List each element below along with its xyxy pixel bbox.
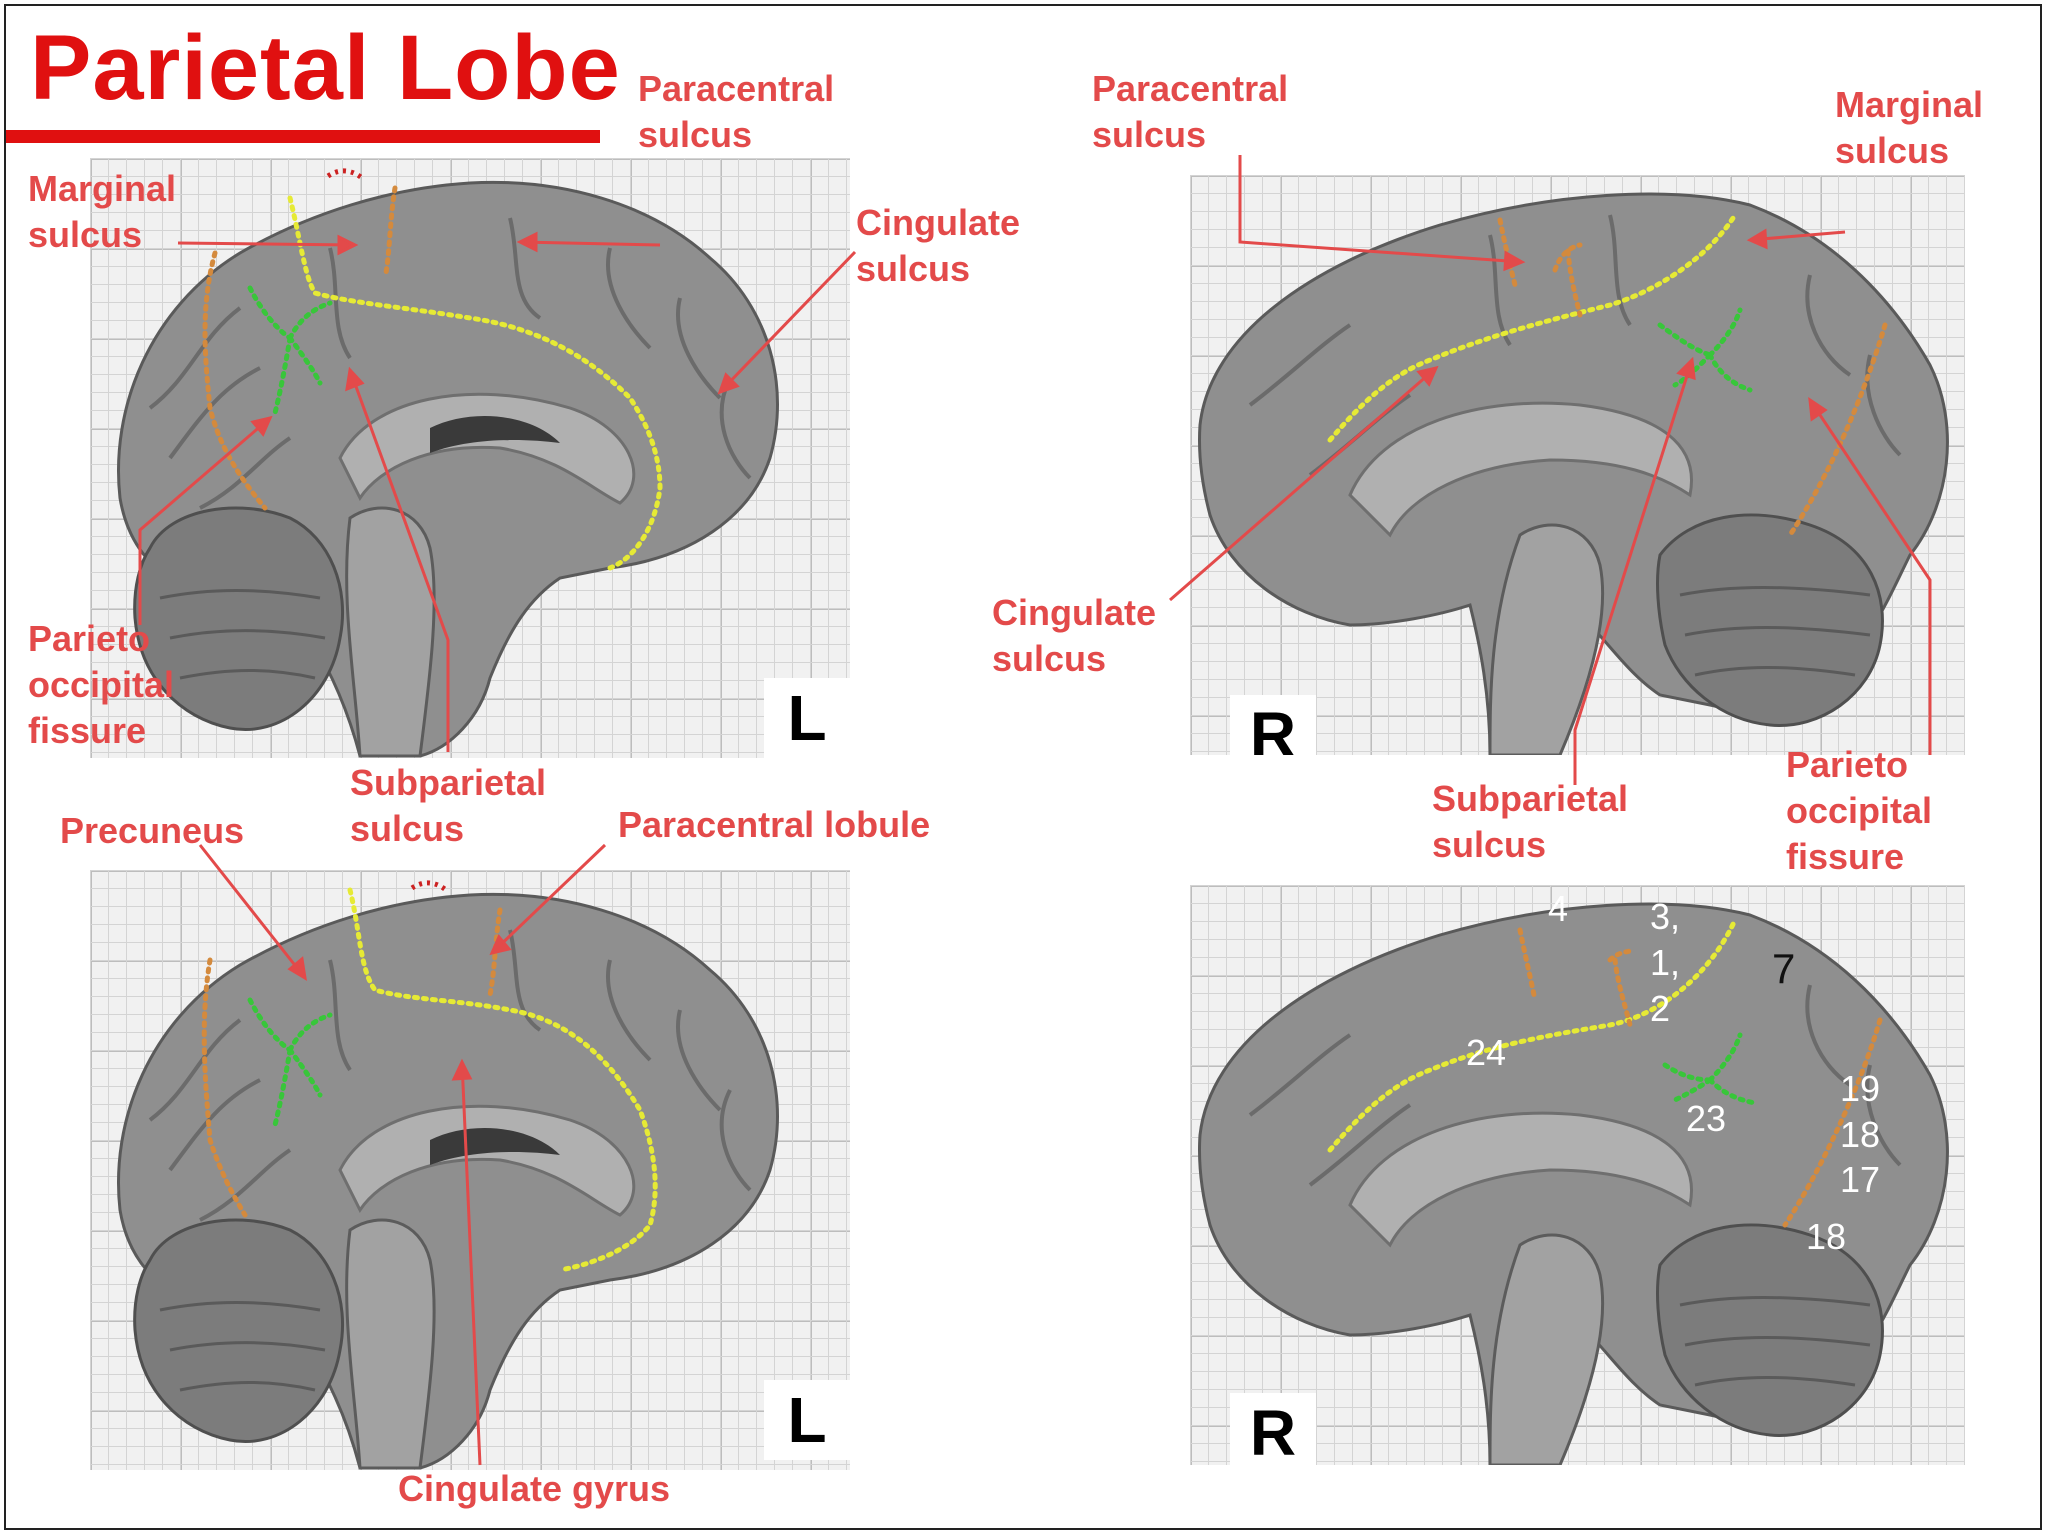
brainstem [345,506,436,758]
subparietal-sulcus-dots [247,285,333,416]
cingulate-sulcus-dots [347,887,658,1273]
label-marginal-sulcus-left: Marginal sulcus [28,168,177,255]
side-label-right: R [1230,1393,1316,1465]
subparietal-sulcus-dots [1662,1032,1758,1106]
brain-panel-bottom-left: L [90,870,850,1470]
label-marginal-sulcus-right: Marginal sulcus [1835,84,1984,171]
cingulate-sulcus-dots [1327,917,1738,1153]
label-parieto-occipital-right: Parieto occipital fissure [1786,744,1933,877]
brain-illustration-left [117,880,779,1470]
label-paracentral-lobule: Paracentral lobule [618,804,931,845]
side-label-left: L [764,678,850,758]
label-parieto-occipital-left: Parieto occipital fissure [28,618,175,751]
brain-panel-bottom-right: R [1190,885,1965,1465]
brodmann-area-18: 18 [1840,1114,1881,1155]
subparietal-sulcus-dots [1657,307,1753,393]
brodmann-area-4: 4 [1548,888,1569,929]
label-subparietal-sulcus-left: Subparietal sulcus [350,762,547,849]
brodmann-area-18-lower: 18 [1806,1216,1847,1257]
slide-frame [4,4,2042,1530]
parieto-occipital-dots [1782,1017,1883,1228]
label-cingulate-sulcus-left: Cingulate sulcus [856,202,1021,289]
corpus-callosum [1348,1111,1693,1248]
title-underline [6,130,600,143]
label-cingulate-sulcus-right: Cingulate sulcus [992,592,1157,679]
brain-illustration-right [1198,192,1949,755]
brodmann-area-24: 24 [1466,1032,1507,1073]
corpus-callosum [338,1104,636,1217]
ventricle [430,416,560,453]
brainstem [1488,1233,1605,1465]
brainstem [345,1218,436,1470]
brodmann-area-19: 19 [1840,1068,1881,1109]
brain-illustration-left [117,168,779,758]
label-paracentral-sulcus-right: Paracentral sulcus [1092,68,1289,155]
brain-panel-top-left: L [90,158,850,758]
label-precuneus: Precuneus [60,810,245,851]
brodmann-area-3-1-2: 3, 1, 2 [1650,896,1681,1029]
brodmann-area-7: 7 [1772,945,1796,992]
brain-illustration-right [1198,902,1949,1465]
label-paracentral-sulcus-left: Paracentral sulcus [638,68,835,155]
brodmann-area-17: 17 [1840,1159,1881,1200]
cerebellum [133,1218,345,1443]
cingulate-sulcus-dots [287,195,663,571]
label-cingulate-gyrus: Cingulate gyrus [398,1468,671,1509]
side-label-right: R [1230,695,1316,755]
subparietal-sulcus-dots [247,997,333,1128]
side-label-left: L [764,1380,850,1460]
slide-title: Parietal Lobe [30,17,621,119]
paracentral-sulcus-dots [383,185,398,276]
brodmann-area-23: 23 [1686,1098,1727,1139]
paracentral-sulcus-dots [1517,927,1633,1028]
parieto-occipital-dots [201,957,248,1218]
label-subparietal-sulcus-right: Subparietal sulcus [1432,778,1629,865]
brain-panel-top-right: R [1190,175,1965,755]
